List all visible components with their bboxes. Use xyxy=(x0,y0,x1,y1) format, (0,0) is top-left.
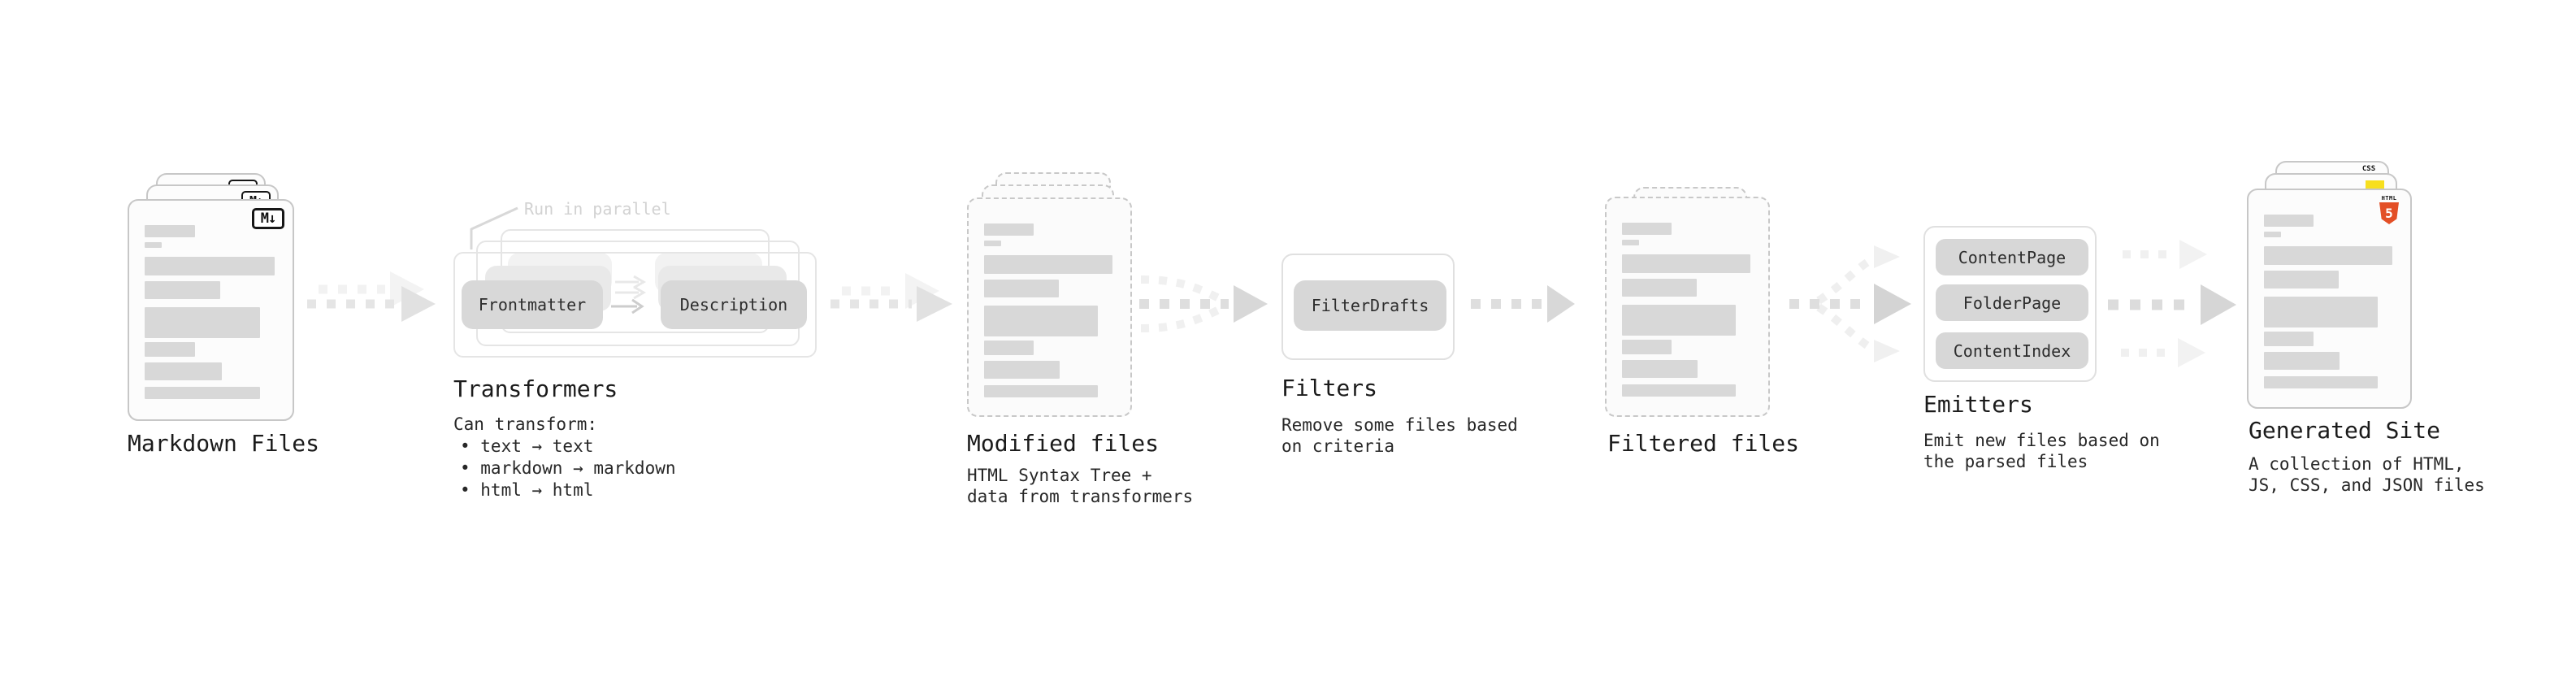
caption-line: A collection of HTML, xyxy=(2249,454,2465,474)
arrow-filters-to-filtered xyxy=(1471,285,1575,323)
caption-line: data from transformers xyxy=(967,487,1194,506)
generated-site-caption: A collection of HTML, JS, CSS, and JSON … xyxy=(2249,453,2485,496)
skeleton-line xyxy=(145,362,222,380)
document-skeleton xyxy=(2264,215,2395,388)
skeleton-line xyxy=(145,242,163,248)
transformers-caption: Can transform: xyxy=(453,414,598,434)
skeleton-line xyxy=(1622,254,1750,273)
js-icon xyxy=(2366,180,2384,190)
caption-line: the parsed files xyxy=(1923,452,2088,471)
html5-word: HTML xyxy=(2381,195,2397,202)
filtered-files-label: Filtered files xyxy=(1607,430,1800,457)
generated-file-card-front: HTML 5 xyxy=(2247,189,2412,409)
generated-site-label: Generated Site xyxy=(2249,417,2441,444)
frontmatter-transformer: Frontmatter xyxy=(462,280,603,329)
transformer-box-front xyxy=(453,252,817,358)
caption-line: HTML Syntax Tree + xyxy=(967,466,1152,485)
emitters-label: Emitters xyxy=(1923,391,2033,418)
markdown-icon: M↓ xyxy=(252,208,284,229)
skeleton-line xyxy=(2264,232,2281,237)
css-label: CSS xyxy=(2361,165,2376,173)
filtered-file-card-front xyxy=(1605,197,1770,417)
skeleton-line xyxy=(2264,215,2314,227)
skeleton-line xyxy=(1622,305,1737,336)
skeleton-line xyxy=(1622,279,1697,297)
contentindex-emitter: ContentIndex xyxy=(1936,332,2088,369)
arrow-filtered-to-emitters xyxy=(1789,245,1911,362)
document-skeleton xyxy=(1622,223,1753,397)
skeleton-line xyxy=(2264,376,2379,388)
caption-line: Emit new files based on xyxy=(1923,431,2160,450)
skeleton-line xyxy=(145,307,260,338)
skeleton-line xyxy=(1622,240,1639,245)
skeleton-line xyxy=(984,340,1034,355)
skeleton-line xyxy=(2264,246,2392,265)
emitters-panel: ContentPage FolderPage ContentIndex xyxy=(1923,226,2097,382)
filters-label: Filters xyxy=(1281,375,1378,401)
skeleton-line xyxy=(2264,271,2339,288)
modified-file-card-front xyxy=(967,197,1132,417)
filterdrafts-filter: FilterDrafts xyxy=(1294,280,1446,331)
arrow-markdown-to-transformers xyxy=(307,271,436,322)
skeleton-line xyxy=(145,257,275,275)
modified-files-caption: HTML Syntax Tree + data from transformer… xyxy=(967,465,1193,507)
filters-panel: FilterDrafts xyxy=(1281,254,1455,360)
document-skeleton xyxy=(984,223,1115,397)
skeleton-line xyxy=(984,385,1099,397)
skeleton-line xyxy=(984,306,1099,336)
emitters-caption: Emit new files based on the parsed files xyxy=(1923,430,2160,472)
caption-line: Remove some files based xyxy=(1281,415,1518,435)
contentpage-emitter: ContentPage xyxy=(1936,239,2088,275)
description-transformer: Description xyxy=(661,280,807,329)
markdown-file-card-front: M↓ xyxy=(128,199,294,421)
skeleton-line xyxy=(145,225,195,237)
caption-line: on criteria xyxy=(1281,436,1395,456)
transformers-label: Transformers xyxy=(453,375,618,402)
skeleton-line xyxy=(984,280,1059,297)
skeleton-line xyxy=(1622,360,1698,378)
skeleton-line xyxy=(1622,223,1672,235)
transformers-bullet: • text → text xyxy=(460,436,594,456)
transformers-bullet: • markdown → markdown xyxy=(460,458,676,478)
transformers-bullet-list: • text → text • markdown → markdown • ht… xyxy=(460,436,676,501)
skeleton-line xyxy=(145,387,260,399)
skeleton-line xyxy=(984,241,1001,246)
skeleton-line xyxy=(2264,352,2340,370)
skeleton-line xyxy=(2264,297,2379,327)
skeleton-line xyxy=(984,223,1034,236)
html5-icon: HTML 5 xyxy=(2379,195,2400,224)
folderpage-emitter: FolderPage xyxy=(1936,284,2088,321)
skeleton-line xyxy=(984,255,1112,274)
transformers-bullet: • html → html xyxy=(460,480,594,500)
arrow-emitters-to-generated xyxy=(2108,240,2236,367)
skeleton-line xyxy=(145,281,220,299)
caption-line: JS, CSS, and JSON files xyxy=(2249,475,2485,495)
skeleton-line xyxy=(145,342,195,357)
markdown-files-label: Markdown Files xyxy=(128,430,320,457)
arrow-modified-to-filters xyxy=(1139,275,1268,332)
skeleton-line xyxy=(1622,340,1672,354)
document-skeleton xyxy=(145,225,277,399)
skeleton-line xyxy=(1622,384,1737,397)
modified-files-label: Modified files xyxy=(967,430,1160,457)
skeleton-line xyxy=(2264,332,2314,346)
filters-caption: Remove some files based on criteria xyxy=(1281,414,1518,457)
run-in-parallel-note: Run in parallel xyxy=(524,199,671,219)
arrow-transformers-to-modified xyxy=(830,273,952,322)
skeleton-line xyxy=(984,361,1060,379)
